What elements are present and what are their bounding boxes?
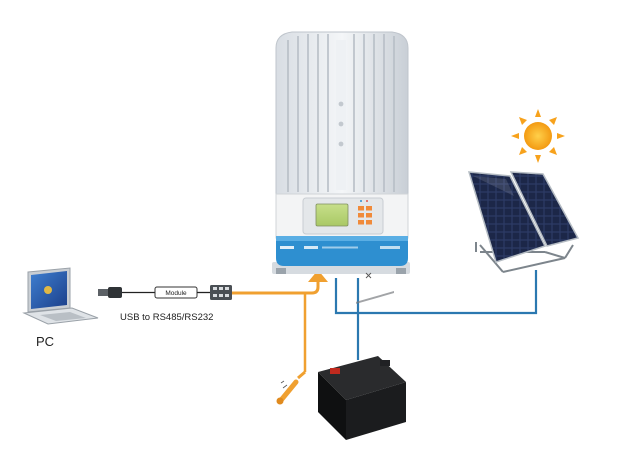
temperature-sensor-icon: [276, 370, 306, 405]
battery-icon: [318, 291, 406, 440]
sun-icon: [511, 109, 565, 163]
solar-charge-controller: [272, 31, 410, 279]
communication-wire: [232, 270, 328, 372]
usb-cable-icon: [98, 285, 232, 300]
usb-cable-label: USB to RS485/RS232: [120, 312, 214, 323]
module-label: Module: [165, 290, 187, 297]
laptop-icon: [22, 267, 99, 325]
pc-label: PC: [36, 334, 55, 349]
solar-panel-icon: [467, 171, 580, 273]
power-wires: [334, 270, 538, 360]
